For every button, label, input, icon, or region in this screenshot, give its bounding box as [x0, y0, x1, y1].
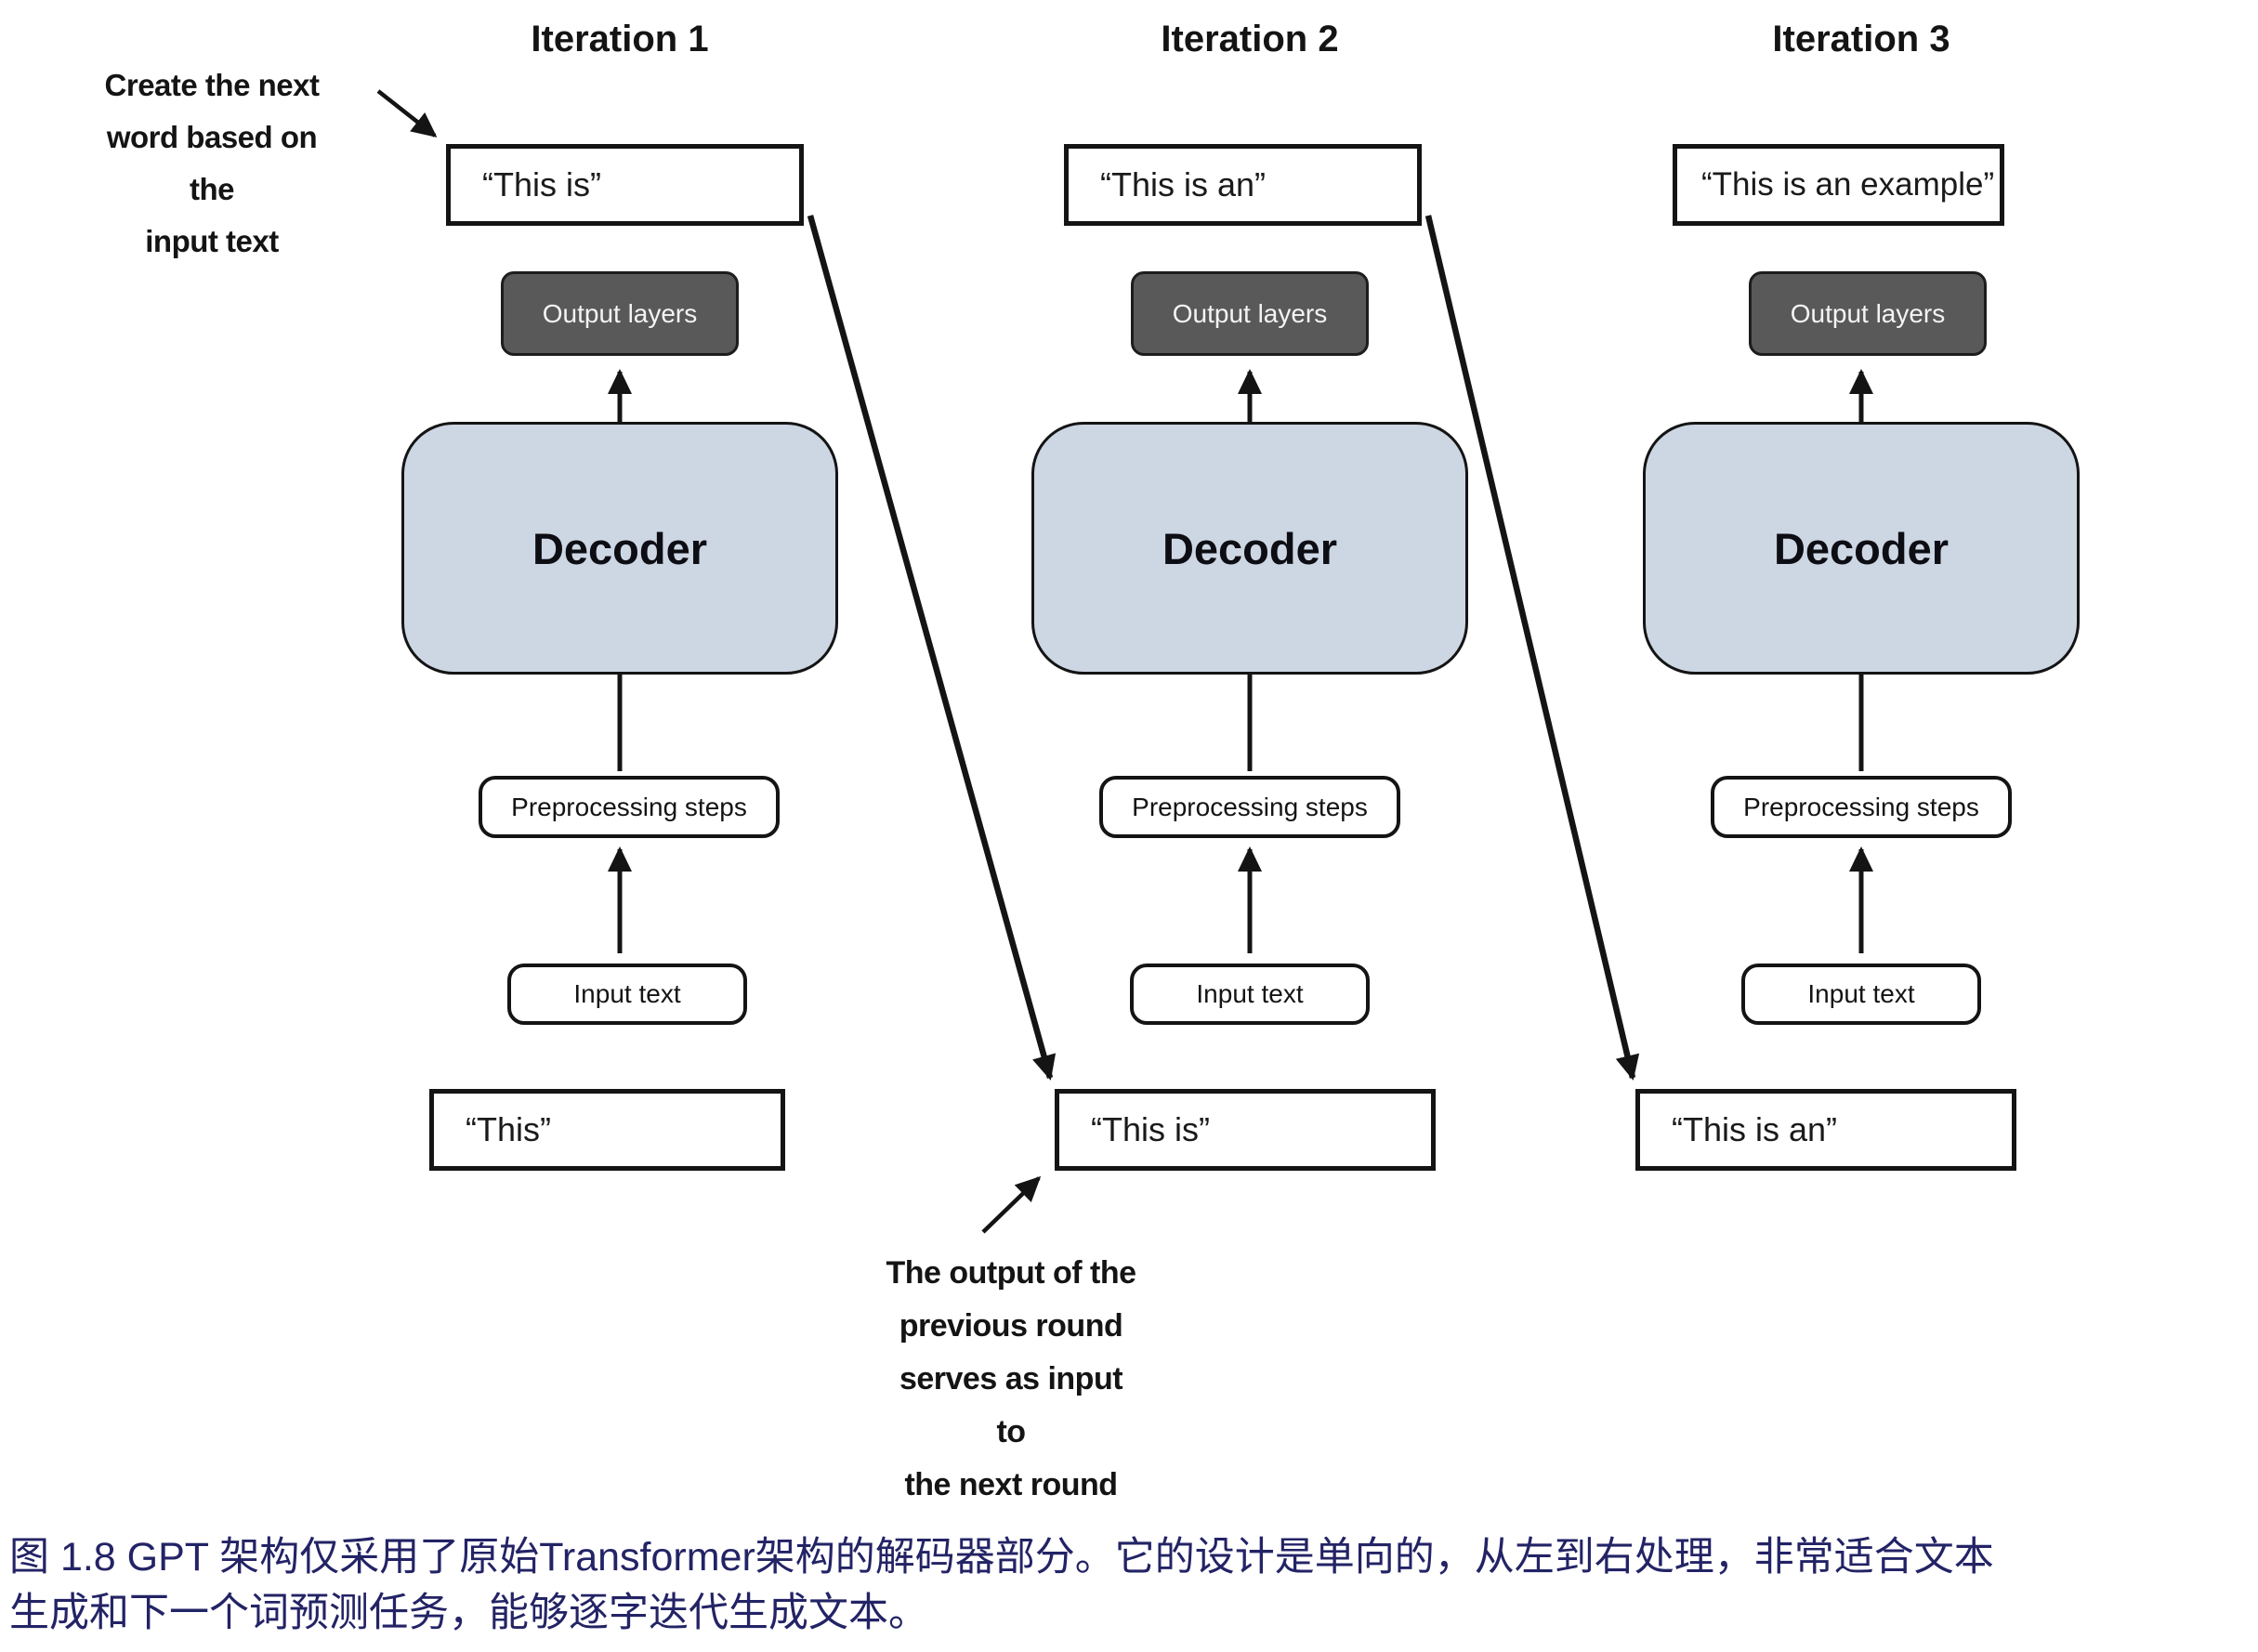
iteration-1-decoder-box: Decoder: [401, 422, 838, 675]
top-left-annotation: Create the next word based on the input …: [82, 59, 342, 268]
iteration-2-preprocessing-box: Preprocessing steps: [1099, 776, 1400, 838]
figure-caption: 图 1.8 GPT 架构仅采用了原始Transformer架构的解码器部分。它的…: [9, 1529, 2251, 1641]
input-text: “This is”: [1091, 1110, 1210, 1148]
iteration-3-input-box: Input text: [1741, 964, 1981, 1025]
iteration-3-decoder-box: Decoder: [1643, 422, 2080, 675]
iteration-1-preprocessing-box: Preprocessing steps: [479, 776, 780, 838]
iteration-2-output-layers-box: Output layers: [1131, 271, 1369, 356]
iteration-2-input-text-box: “This is”: [1055, 1089, 1436, 1171]
iteration-1-title: Iteration 1: [531, 19, 709, 59]
iteration-3-title: Iteration 3: [1772, 19, 1950, 59]
iteration-1-output-text-box: “This is”: [446, 144, 804, 226]
output-text: “This is an example”: [1701, 166, 1995, 203]
iteration-2-decoder-box: Decoder: [1031, 422, 1468, 675]
output-layers-label: Output layers: [1172, 298, 1328, 328]
annotation-line: input text: [145, 224, 279, 258]
caption-line-2: 生成和下一个词预测任务，能够逐字迭代生成文本。: [9, 1591, 928, 1635]
iteration-3-output-layers-box: Output layers: [1749, 271, 1987, 356]
input-box-label: Input text: [573, 979, 681, 1008]
iteration-2-input-box: Input text: [1130, 964, 1370, 1025]
decoder-label: Decoder: [532, 523, 708, 573]
iteration-3-preprocessing-box: Preprocessing steps: [1711, 776, 2012, 838]
preprocessing-label: Preprocessing steps: [511, 792, 747, 821]
preprocessing-label: Preprocessing steps: [1132, 792, 1368, 821]
preprocessing-label: Preprocessing steps: [1743, 792, 1979, 821]
iteration-1-input-box: Input text: [507, 964, 747, 1025]
decoder-label: Decoder: [1773, 523, 1949, 573]
input-text: “This is an”: [1672, 1110, 1838, 1148]
output-text: “This is an”: [1100, 165, 1267, 203]
iteration-3-output-text-box: “This is an example”: [1673, 144, 2004, 226]
output-text: “This is”: [482, 165, 601, 203]
input-box-label: Input text: [1196, 979, 1304, 1008]
annotation-line: the next round: [904, 1467, 1118, 1502]
output-layers-label: Output layers: [1790, 298, 1946, 328]
iteration-1-input-text-box: “This”: [429, 1089, 785, 1171]
input-box-label: Input text: [1807, 979, 1915, 1008]
annotation-line: The output of the: [886, 1255, 1136, 1291]
top-annotation-arrow: [376, 89, 438, 138]
annotation-line: Create the next: [104, 68, 320, 102]
annotation-line: word based on the: [106, 120, 318, 206]
bottom-annotation-arrow: [981, 1175, 1042, 1234]
iteration-2-title: Iteration 2: [1161, 19, 1339, 59]
decoder-label: Decoder: [1162, 523, 1338, 573]
output-layers-label: Output layers: [542, 298, 698, 328]
iteration-3-input-text-box: “This is an”: [1635, 1089, 2016, 1171]
bottom-middle-annotation: The output of the previous round serves …: [881, 1247, 1141, 1512]
annotation-line: previous round: [899, 1308, 1123, 1344]
output1-to-input2-arrow: [807, 215, 1057, 1081]
input-text: “This”: [466, 1110, 551, 1148]
iteration-2-output-text-box: “This is an”: [1064, 144, 1422, 226]
iteration-1-output-layers-box: Output layers: [501, 271, 739, 356]
annotation-line: serves as input to: [899, 1361, 1123, 1449]
caption-line-1: 图 1.8 GPT 架构仅采用了原始Transformer架构的解码器部分。它的…: [9, 1535, 1994, 1580]
